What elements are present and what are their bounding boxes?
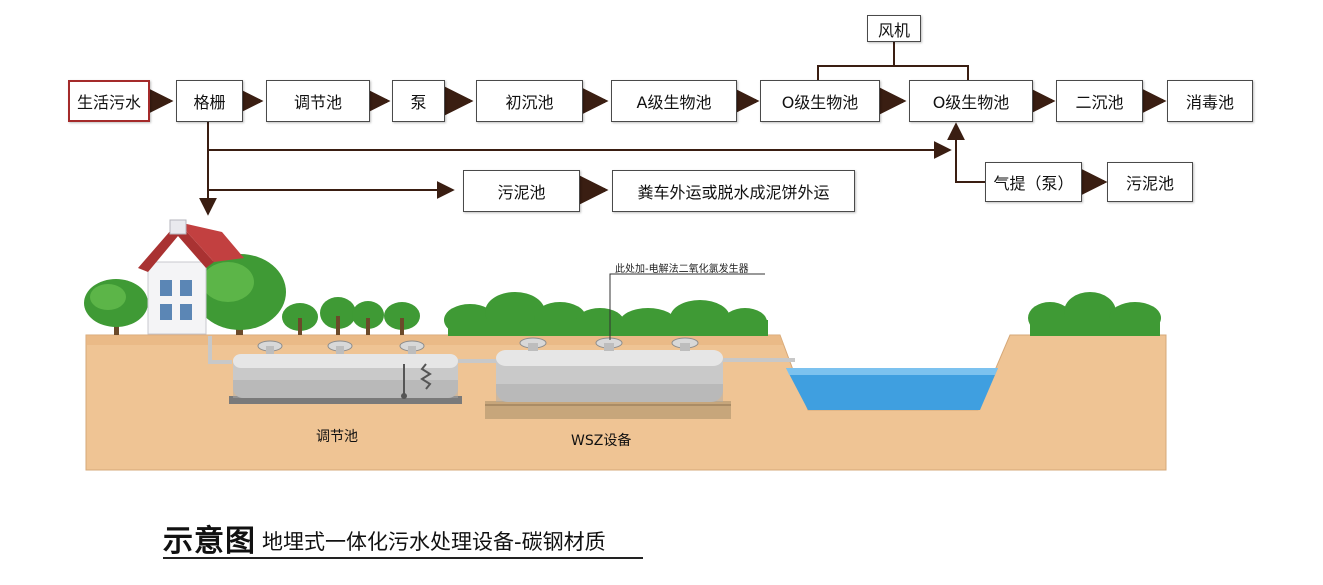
shrubs-right xyxy=(1028,292,1161,336)
grille-node: 格栅 xyxy=(176,80,243,122)
wsz-equipment-vessel xyxy=(485,337,731,419)
airlift-pump-node: 气提（泵） xyxy=(985,162,1082,202)
sludge-tank-node: 污泥池 xyxy=(463,170,580,212)
equalization-tank-vessel xyxy=(229,340,462,404)
blower-node: 风机 xyxy=(867,15,921,42)
pump-node: 泵 xyxy=(392,80,445,122)
sludge-tank-2-node: 污泥池 xyxy=(1107,162,1193,202)
o-bio-tank-1-node: O级生物池 xyxy=(760,80,880,122)
a-bio-tank-node: A级生物池 xyxy=(611,80,737,122)
flow-connectors xyxy=(137,42,1167,216)
shrubs-middle xyxy=(444,292,768,336)
equalization-tank-node: 调节池 xyxy=(266,80,370,122)
caption-title: 地埋式一体化污水处理设备-碳钢材质 xyxy=(262,530,606,554)
house xyxy=(138,219,244,335)
domestic-sewage-node: 生活污水 xyxy=(68,80,150,122)
caption: 示意图 地埋式一体化污水处理设备-碳钢材质 xyxy=(163,518,606,560)
o-bio-tank-2-node: O级生物池 xyxy=(909,80,1033,122)
secondary-settling-tank-node: 二沉池 xyxy=(1056,80,1143,122)
chlorine-dioxide-callout: 此处加-电解法二氧化氯发生器 xyxy=(615,264,749,275)
wsz-equipment-scene-label: WSZ设备 xyxy=(571,433,632,449)
sludge-disposal-node: 粪车外运或脱水成泥饼外运 xyxy=(612,170,855,212)
caption-underline xyxy=(163,557,643,559)
inlet-pipe xyxy=(208,336,232,364)
disinfection-tank-node: 消毒池 xyxy=(1167,80,1253,122)
blower-branch xyxy=(817,65,969,80)
river-water xyxy=(786,368,998,410)
airlift-return-line xyxy=(947,122,985,183)
caption-badge: 示意图 xyxy=(163,524,256,559)
trees-left xyxy=(84,254,420,335)
equalization-tank-scene-label: 调节池 xyxy=(316,429,358,445)
primary-settling-tank-node: 初沉池 xyxy=(476,80,583,122)
callout-leader xyxy=(609,273,765,340)
